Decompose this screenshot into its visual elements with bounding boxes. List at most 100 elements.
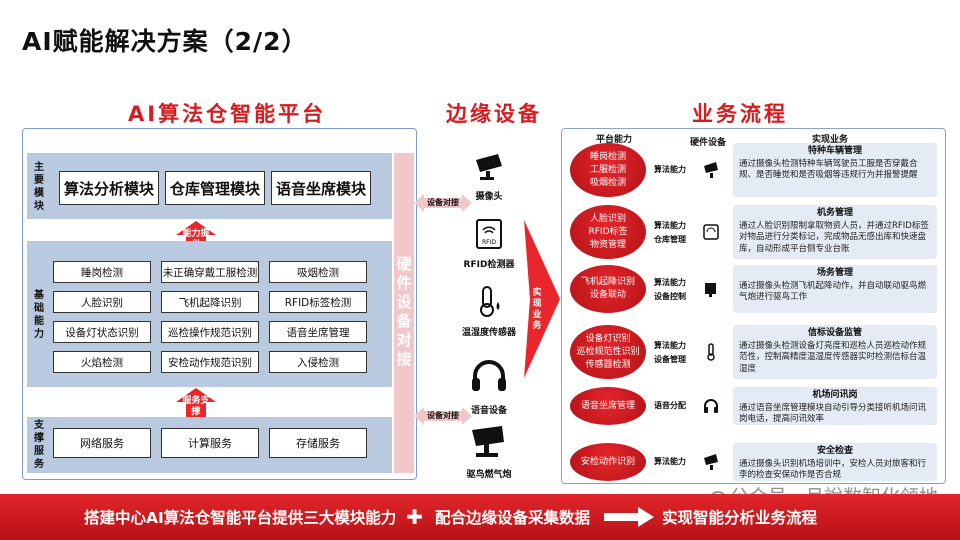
process-panel: 平台能力 硬件设备 实现业务 睡岗检测工服检测吸烟检测算法能力特种车辆管理通过摄…: [561, 128, 946, 484]
module-warehouse: 仓库管理模块: [165, 171, 265, 205]
device-thermo: 温湿度传感器: [449, 284, 529, 338]
capability-pill-line: 工服检测: [589, 164, 626, 175]
capability-tag: 算法能力: [654, 341, 686, 350]
capability-pill: 安检动作识别: [570, 443, 646, 481]
hardware-dock-label: 硬件设备对接: [396, 255, 412, 368]
headset-icon: [472, 360, 506, 391]
platform-heading: AI算法仓智能平台: [128, 102, 327, 126]
camera-icon: [704, 454, 718, 470]
capability-pill-line: 巡检规范性识别: [576, 346, 640, 357]
header-capability: 平台能力: [596, 135, 633, 145]
rfid-icon-text: RFID: [482, 239, 496, 246]
dock-arrow-top: [414, 194, 472, 212]
header-hardware: 硬件设备: [690, 138, 727, 148]
business-text: 通过摄像头识别机场培训中，安检人员对旅客和行李的检查安保动作是否合规: [739, 458, 927, 481]
capability-pill-line: 物资管理: [589, 239, 626, 250]
capability-pill-line: RFID标签: [588, 226, 628, 237]
ability-cell: 火焰检测: [53, 351, 151, 373]
banner-right-text: 实现智能分析业务流程: [662, 509, 818, 527]
business-title: 场务管理: [816, 268, 853, 278]
device-rfid: RFID RFID检测器: [449, 216, 529, 270]
business-text: 通过摄像头检测设备灯亮度和巡检人员巡检动作规范性，控制高精度温湿度传感器实时检测…: [739, 340, 927, 374]
business-title: 信标设备监管: [807, 328, 862, 338]
capability-tag: 语音分配: [654, 401, 686, 410]
ability-cell: 语音坐席管理: [269, 321, 367, 343]
headset-icon: [704, 399, 718, 413]
ability-cell: 巡检操作规范识别: [161, 321, 259, 343]
ability-cell: 设备灯状态识别: [53, 321, 151, 343]
dock-label-bottom: 设备对接: [427, 411, 459, 420]
capability-pill-line: 传感器检测: [585, 359, 631, 370]
capability-pill: 语音坐席管理: [570, 387, 646, 425]
capability-tag: 算法能力: [654, 457, 686, 466]
capability-pill-line: 飞机起降识别: [580, 277, 635, 287]
business-title: 机务管理: [816, 208, 853, 218]
capability-pill-line: 设备灯识别: [585, 333, 631, 344]
business-title: 特种车辆管理: [807, 146, 862, 156]
bird-cannon-icon: [472, 426, 504, 457]
page-title: AI赋能解决方案（2/2）: [22, 27, 308, 56]
capability-tag: 算法能力: [654, 221, 686, 230]
alarm-icon: [705, 283, 716, 297]
capability-tag: 算法能力: [654, 165, 686, 174]
service-arrow-label: 服务支撑: [182, 396, 210, 417]
capability-pill: 飞机起降识别设备联动: [570, 265, 646, 313]
side-label-support: 支撑服务: [34, 420, 44, 470]
dock-arrow-bottom: [414, 407, 472, 425]
capability-pill-line: 安检动作识别: [580, 456, 635, 467]
rfid-reader-icon: RFID: [476, 219, 502, 249]
business-text: 通过人脸识别限制拿取物资人员，并通过RFID标签对物品进行分类标记，完成物品无感…: [739, 220, 929, 254]
ability-cell: 人脸识别: [53, 291, 151, 313]
capability-tag: 仓库管理: [654, 235, 686, 244]
business-card: 机场问讯岗通过语音坐席管理模块自动引导分类接听机场问讯岗电话，提高问讯效率: [733, 387, 937, 425]
device-cannon-label: 驱鸟燃气炮: [466, 470, 512, 480]
device-rfid-label: RFID检测器: [463, 260, 515, 270]
business-card: 信标设备监管通过摄像头检测设备灯亮度和巡检人员巡检动作规范性，控制高精度温湿度传…: [733, 325, 937, 379]
banner-left-text: 搭建中心AI算法仓智能平台提供三大模块能力: [84, 509, 397, 527]
business-title: 安全检查: [816, 446, 853, 456]
capability-pill-line: 睡岗检测: [589, 151, 626, 162]
capability-pill-line: 人脸识别: [589, 213, 626, 224]
device-cannon: 驱鸟燃气炮: [449, 424, 529, 480]
bottom-banner: 搭建中心AI算法仓智能平台提供三大模块能力 ✚ 配合边缘设备采集数据 实现智能分…: [0, 494, 960, 540]
service-network: 网络服务: [53, 428, 151, 458]
capability-pill: 睡岗检测工服检测吸烟检测: [570, 143, 646, 197]
capability-pill-line: 设备联动: [589, 290, 626, 300]
thermometer-icon: [707, 343, 715, 361]
capability-pill-line: 吸烟检测: [589, 177, 626, 188]
side-label-main: 主要模块: [34, 162, 44, 212]
business-arrow: [524, 220, 560, 378]
ability-cell: 安检动作规范识别: [161, 351, 259, 373]
device-voice-label: 语音设备: [470, 406, 507, 416]
business-card: 安全检查通过摄像头识别机场培训中，安检人员对旅客和行李的检查安保动作是否合规: [733, 443, 937, 481]
business-card: 机务管理通过人脸识别限制拿取物资人员，并通过RFID标签对物品进行分类标记，完成…: [733, 205, 937, 259]
thermometer-icon: [480, 286, 500, 317]
camera-icon: [476, 154, 502, 180]
capability-tag: 算法能力: [654, 278, 686, 287]
service-compute: 计算服务: [161, 428, 259, 458]
ability-cell: RFID标签检测: [269, 291, 367, 313]
camera-icon: [704, 162, 718, 178]
business-text: 通过摄像头检测飞机起降动作，并自动联动驱鸟燃气炮进行驱鸟工作: [739, 280, 927, 303]
business-text: 通过语音坐席管理模块自动引导分类接听机场问讯岗电话，提高问讯效率: [739, 402, 927, 425]
device-voice: 语音设备: [449, 358, 529, 416]
capability-pill-line: 语音坐席管理: [580, 400, 635, 411]
edge-heading: 边缘设备: [446, 102, 542, 126]
dock-label-top: 设备对接: [427, 198, 459, 207]
ability-cell: 吸烟检测: [269, 261, 367, 283]
plus-icon: ✚: [406, 505, 424, 529]
rfid-reader-icon: [703, 224, 719, 240]
business-arrow-label: 实现业务: [532, 288, 542, 331]
process-heading: 业务流程: [692, 102, 788, 126]
business-title: 机场问讯岗: [812, 390, 858, 400]
business-card: 场务管理通过摄像头检测飞机起降动作，并自动联动驱鸟燃气炮进行驱鸟工作: [733, 265, 937, 313]
banner-mid-text: 配合边缘设备采集数据: [435, 509, 591, 527]
ability-cell: 飞机起降识别: [161, 291, 259, 313]
capability-tag: 设备控制: [654, 292, 686, 301]
arrow-right-icon: [604, 507, 655, 527]
ability-cell: 睡岗检测: [53, 261, 151, 283]
business-text: 通过摄像头检测特种车辆驾驶员工服是否穿戴合规、是否睡觉和是否吸烟等违规行为并报警…: [739, 158, 918, 181]
capability-pill: 设备灯识别巡检规范性识别传感器检测: [570, 325, 646, 379]
device-camera: 摄像头: [449, 152, 529, 202]
service-storage: 存储服务: [269, 428, 367, 458]
